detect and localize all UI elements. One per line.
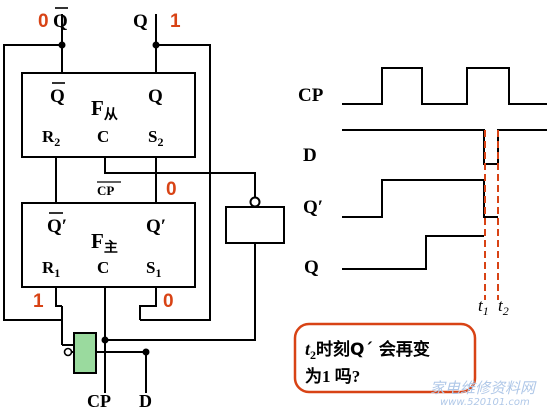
cp-junction-dot	[101, 336, 109, 344]
question-line-1: t2时刻Q´ 会再变	[305, 339, 430, 362]
master-flipflop-box	[21, 202, 196, 288]
slave-qbar-label: Q	[50, 86, 65, 107]
qbar-value-label: 0	[38, 11, 49, 32]
q-output-label: Q	[133, 11, 148, 32]
master-q-label: Q′	[146, 216, 166, 237]
inverter-bubble	[249, 196, 261, 208]
waveform-d	[342, 129, 547, 165]
timing-label-cp: CP	[298, 85, 324, 106]
s1-value-label: 0	[163, 291, 174, 312]
timing-dashed-markers	[484, 130, 499, 300]
cp-input-label: CP	[87, 391, 111, 409]
qbar-output-label: Q	[53, 11, 68, 32]
timing-waveforms	[342, 67, 547, 270]
watermark-url: www.520101.com	[440, 397, 530, 408]
slave-q-label: Q	[148, 86, 163, 107]
master-c-label: C	[97, 258, 109, 277]
slave-r2-label: R2	[42, 127, 60, 149]
t2-label: t2	[498, 296, 509, 318]
master-qbar-label: Q′	[47, 216, 67, 237]
waveform-q	[342, 235, 484, 270]
cpbar-label: CP	[97, 183, 114, 198]
q-value-label: 1	[170, 11, 181, 32]
slave-c-label: C	[97, 127, 109, 146]
master-name: F主	[91, 229, 118, 256]
master-r1-label: R1	[42, 258, 60, 280]
input-gate-highlight	[75, 334, 95, 372]
timing-label-q1: Q′	[303, 197, 323, 218]
t1-label: t1	[478, 296, 489, 318]
watermark-text: 家电维修资料网	[430, 379, 537, 397]
master-s1-label: S1	[146, 258, 161, 280]
waveform-cp	[342, 67, 547, 105]
r1-value-label: 1	[33, 291, 44, 312]
d-junction-dot	[142, 348, 150, 356]
slave-s2-label: S2	[148, 127, 163, 149]
waveform-q1	[342, 179, 498, 218]
master-q-value-label: 0	[166, 179, 177, 200]
question-callout	[293, 322, 477, 394]
d-input-label: D	[139, 391, 152, 409]
slave-flipflop-box	[21, 72, 196, 158]
question-line-2: 为1 吗?	[305, 366, 360, 386]
slave-name: F从	[91, 96, 118, 123]
timing-label-q: Q	[304, 257, 319, 278]
gate-input-bubble	[63, 347, 73, 357]
timing-label-d: D	[303, 145, 317, 166]
